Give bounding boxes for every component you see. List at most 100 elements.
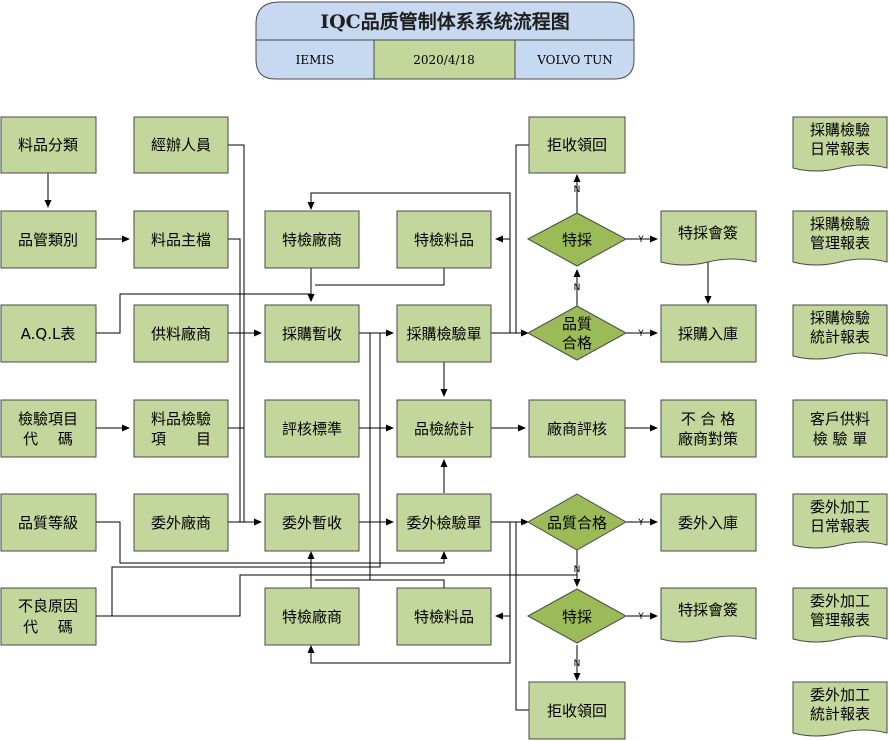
box-special-vendor-bottom[interactable] (264, 587, 360, 646)
box-purchase-warehousing[interactable] (660, 304, 757, 363)
header-cell-date: 2020/4/18 (413, 53, 475, 67)
report-line: 日常報表 (810, 517, 870, 535)
box-label: 料品檢驗 (151, 410, 211, 428)
flag-yes: Y (637, 518, 644, 528)
report-outsource-management[interactable] (792, 587, 888, 643)
box-outsource-vendor[interactable] (133, 493, 229, 552)
report-line: 委外加工 (810, 498, 870, 516)
box-label: 檢驗項目 (18, 410, 78, 428)
box-label: 供料廠商 (151, 325, 211, 343)
box-label: 項 目 (151, 430, 211, 448)
report-line: 統計報表 (810, 328, 870, 346)
box-label: 拒收領回 (547, 136, 607, 154)
box-vendor-evaluation[interactable] (528, 399, 626, 458)
box-outsource-inspection-sheet[interactable] (396, 493, 492, 552)
box-purchase-inspection-sheet[interactable] (396, 304, 492, 363)
decision-label: 合格 (562, 334, 592, 352)
box-label: 代 碼 (23, 618, 73, 636)
decision-quality-pass-bottom[interactable] (526, 493, 628, 551)
report-line: 管理報表 (810, 234, 870, 252)
flag-no: N (574, 283, 581, 293)
report-line: 統計報表 (810, 705, 870, 723)
report-line: 檢 驗 單 (813, 430, 868, 448)
box-label: 委外入庫 (678, 514, 738, 532)
flag-yes: Y (637, 612, 644, 622)
box-reject-return-top[interactable] (528, 116, 626, 174)
flag-no: N (574, 565, 581, 575)
report-purchase-daily[interactable] (792, 116, 888, 172)
flag-no: N (574, 659, 581, 669)
decision-label: 特採 (562, 608, 592, 626)
box-label: 品質等級 (18, 514, 78, 532)
box-label: 評核標準 (282, 420, 342, 438)
box-nonconforming-vendor-action[interactable] (660, 399, 757, 458)
box-qc-category[interactable] (0, 210, 97, 269)
process-boxes: 特檢廠商 特檢料品 採購暫收 採購檢驗單 評核標準 品檢統計 廠商評核 委外暫收… (264, 116, 626, 740)
decision-quality-pass-top[interactable] (526, 305, 628, 361)
box-outsource-temp-receipt[interactable] (264, 493, 360, 552)
box-label: 代 碼 (23, 430, 73, 448)
box-reject-return-bottom[interactable] (528, 681, 626, 740)
box-label: 經辦人員 (151, 136, 211, 154)
box-special-material-bottom[interactable] (396, 587, 492, 646)
report-line: 客戶供料 (810, 410, 870, 428)
box-label: 特檢廠商 (282, 608, 342, 626)
box-outsource-warehousing[interactable] (660, 493, 757, 552)
report-customer-supplied-inspection[interactable] (792, 399, 888, 458)
box-label: 特檢料品 (414, 231, 474, 249)
input-boxes: 料品分類 經辦人員 品管類別 料品主檔 A.Q.L表 供料廠商 檢驗項目 代 碼… (0, 116, 229, 646)
box-label: 不良原因 (18, 597, 78, 615)
box-supplier[interactable] (133, 304, 229, 363)
box-material-inspection-item[interactable] (133, 399, 229, 458)
box-label: 委外暫收 (282, 514, 342, 532)
box-handler[interactable] (133, 116, 229, 174)
box-material-category[interactable] (0, 116, 97, 174)
flag-yes: Y (637, 329, 644, 339)
box-quality-grade[interactable] (0, 493, 97, 552)
box-qc-statistics[interactable] (396, 399, 492, 458)
header-block: IQC品质管制体系系统流程图 IEMIS 2020/4/18 VOLVO TUN (255, 1, 635, 80)
box-label: 特檢廠商 (282, 231, 342, 249)
decision-special-acceptance-bottom[interactable] (526, 588, 628, 644)
doc-label: 特採會簽 (678, 224, 738, 242)
flag-yes: Y (637, 235, 644, 245)
box-label: A.Q.L表 (21, 325, 76, 343)
report-purchase-statistics[interactable] (792, 304, 888, 360)
decision-label: 品質合格 (547, 514, 607, 532)
box-aql-table[interactable] (0, 304, 97, 363)
connectors (44, 144, 712, 711)
box-label: 品檢統計 (414, 420, 474, 438)
doc-label: 特採會簽 (678, 601, 738, 619)
report-line: 管理報表 (810, 611, 870, 629)
box-label: 廠商對策 (678, 430, 738, 448)
box-label: 委外檢驗單 (406, 514, 481, 532)
box-purchase-temp-receipt[interactable] (264, 304, 360, 363)
report-line: 日常報表 (810, 140, 870, 158)
report-outsource-statistics[interactable] (792, 681, 888, 737)
report-documents: 採購檢驗 日常報表 採購檢驗 管理報表 採購檢驗 統計報表 客戶供料 檢 驗 單… (792, 116, 888, 737)
box-label: 料品分類 (18, 136, 78, 154)
report-purchase-management[interactable] (792, 210, 888, 266)
header-cell-system: IEMIS (296, 53, 335, 67)
box-evaluation-standard[interactable] (264, 399, 360, 458)
box-special-vendor-top[interactable] (264, 210, 360, 269)
box-label: 料品主檔 (151, 231, 211, 249)
box-material-master[interactable] (133, 210, 229, 269)
box-defect-cause-code[interactable] (0, 587, 97, 646)
box-label: 採購暫收 (282, 325, 342, 343)
report-outsource-daily[interactable] (792, 493, 888, 549)
page-title: IQC品质管制体系系统流程图 (320, 10, 570, 33)
box-inspection-item-code[interactable] (0, 399, 97, 458)
doc-special-signoff-top[interactable] (660, 210, 757, 266)
flag-no: N (574, 185, 581, 195)
box-label: 特檢料品 (414, 608, 474, 626)
report-line: 採購檢驗 (810, 121, 870, 139)
decision-special-acceptance-top[interactable] (526, 212, 628, 267)
decision-label: 品質 (562, 315, 592, 333)
box-label: 採購檢驗單 (406, 325, 481, 343)
report-line: 委外加工 (810, 686, 870, 704)
box-special-material-top[interactable] (396, 210, 492, 269)
decision-nodes: 特採 品質 合格 品質合格 特採 (526, 212, 628, 644)
doc-special-signoff-bottom[interactable] (660, 587, 757, 643)
